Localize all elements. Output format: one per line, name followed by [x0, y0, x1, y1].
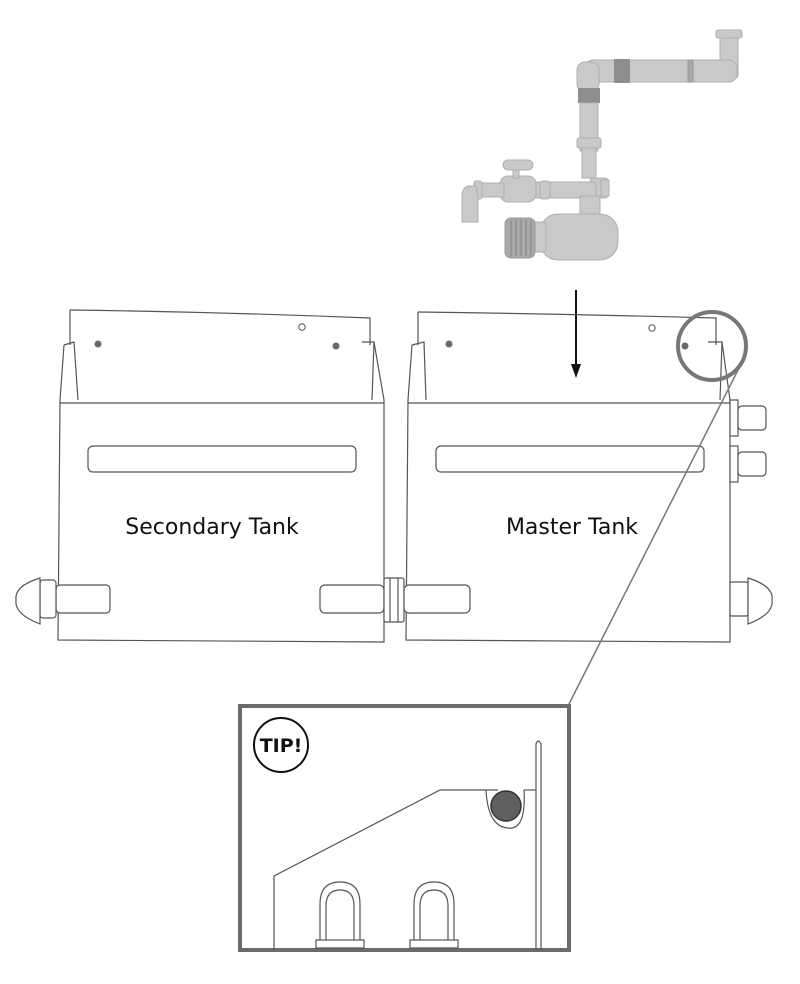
- callout-circle: [676, 310, 748, 382]
- callout: [567, 310, 748, 707]
- tip-badge: [253, 717, 309, 773]
- tip-inset: [238, 704, 571, 952]
- screw-dot: [94, 340, 102, 348]
- callout-leader: [567, 369, 739, 707]
- tip-label: TIP!: [260, 735, 303, 757]
- secondary-tank-label: Secondary Tank: [125, 515, 299, 540]
- mounting-screw: [490, 790, 522, 822]
- tank-connector: [383, 577, 405, 623]
- master-tank: [403, 311, 773, 643]
- pipe-band: [614, 59, 630, 83]
- insert-arrow: [571, 290, 581, 378]
- pipe-assembly: [461, 29, 743, 261]
- screw-dot: [681, 342, 689, 350]
- secondary-tank: [15, 309, 385, 643]
- pipe-band: [578, 88, 600, 103]
- master-tank-label: Master Tank: [506, 515, 638, 540]
- screw-dot: [445, 340, 453, 348]
- screw-dot: [332, 342, 340, 350]
